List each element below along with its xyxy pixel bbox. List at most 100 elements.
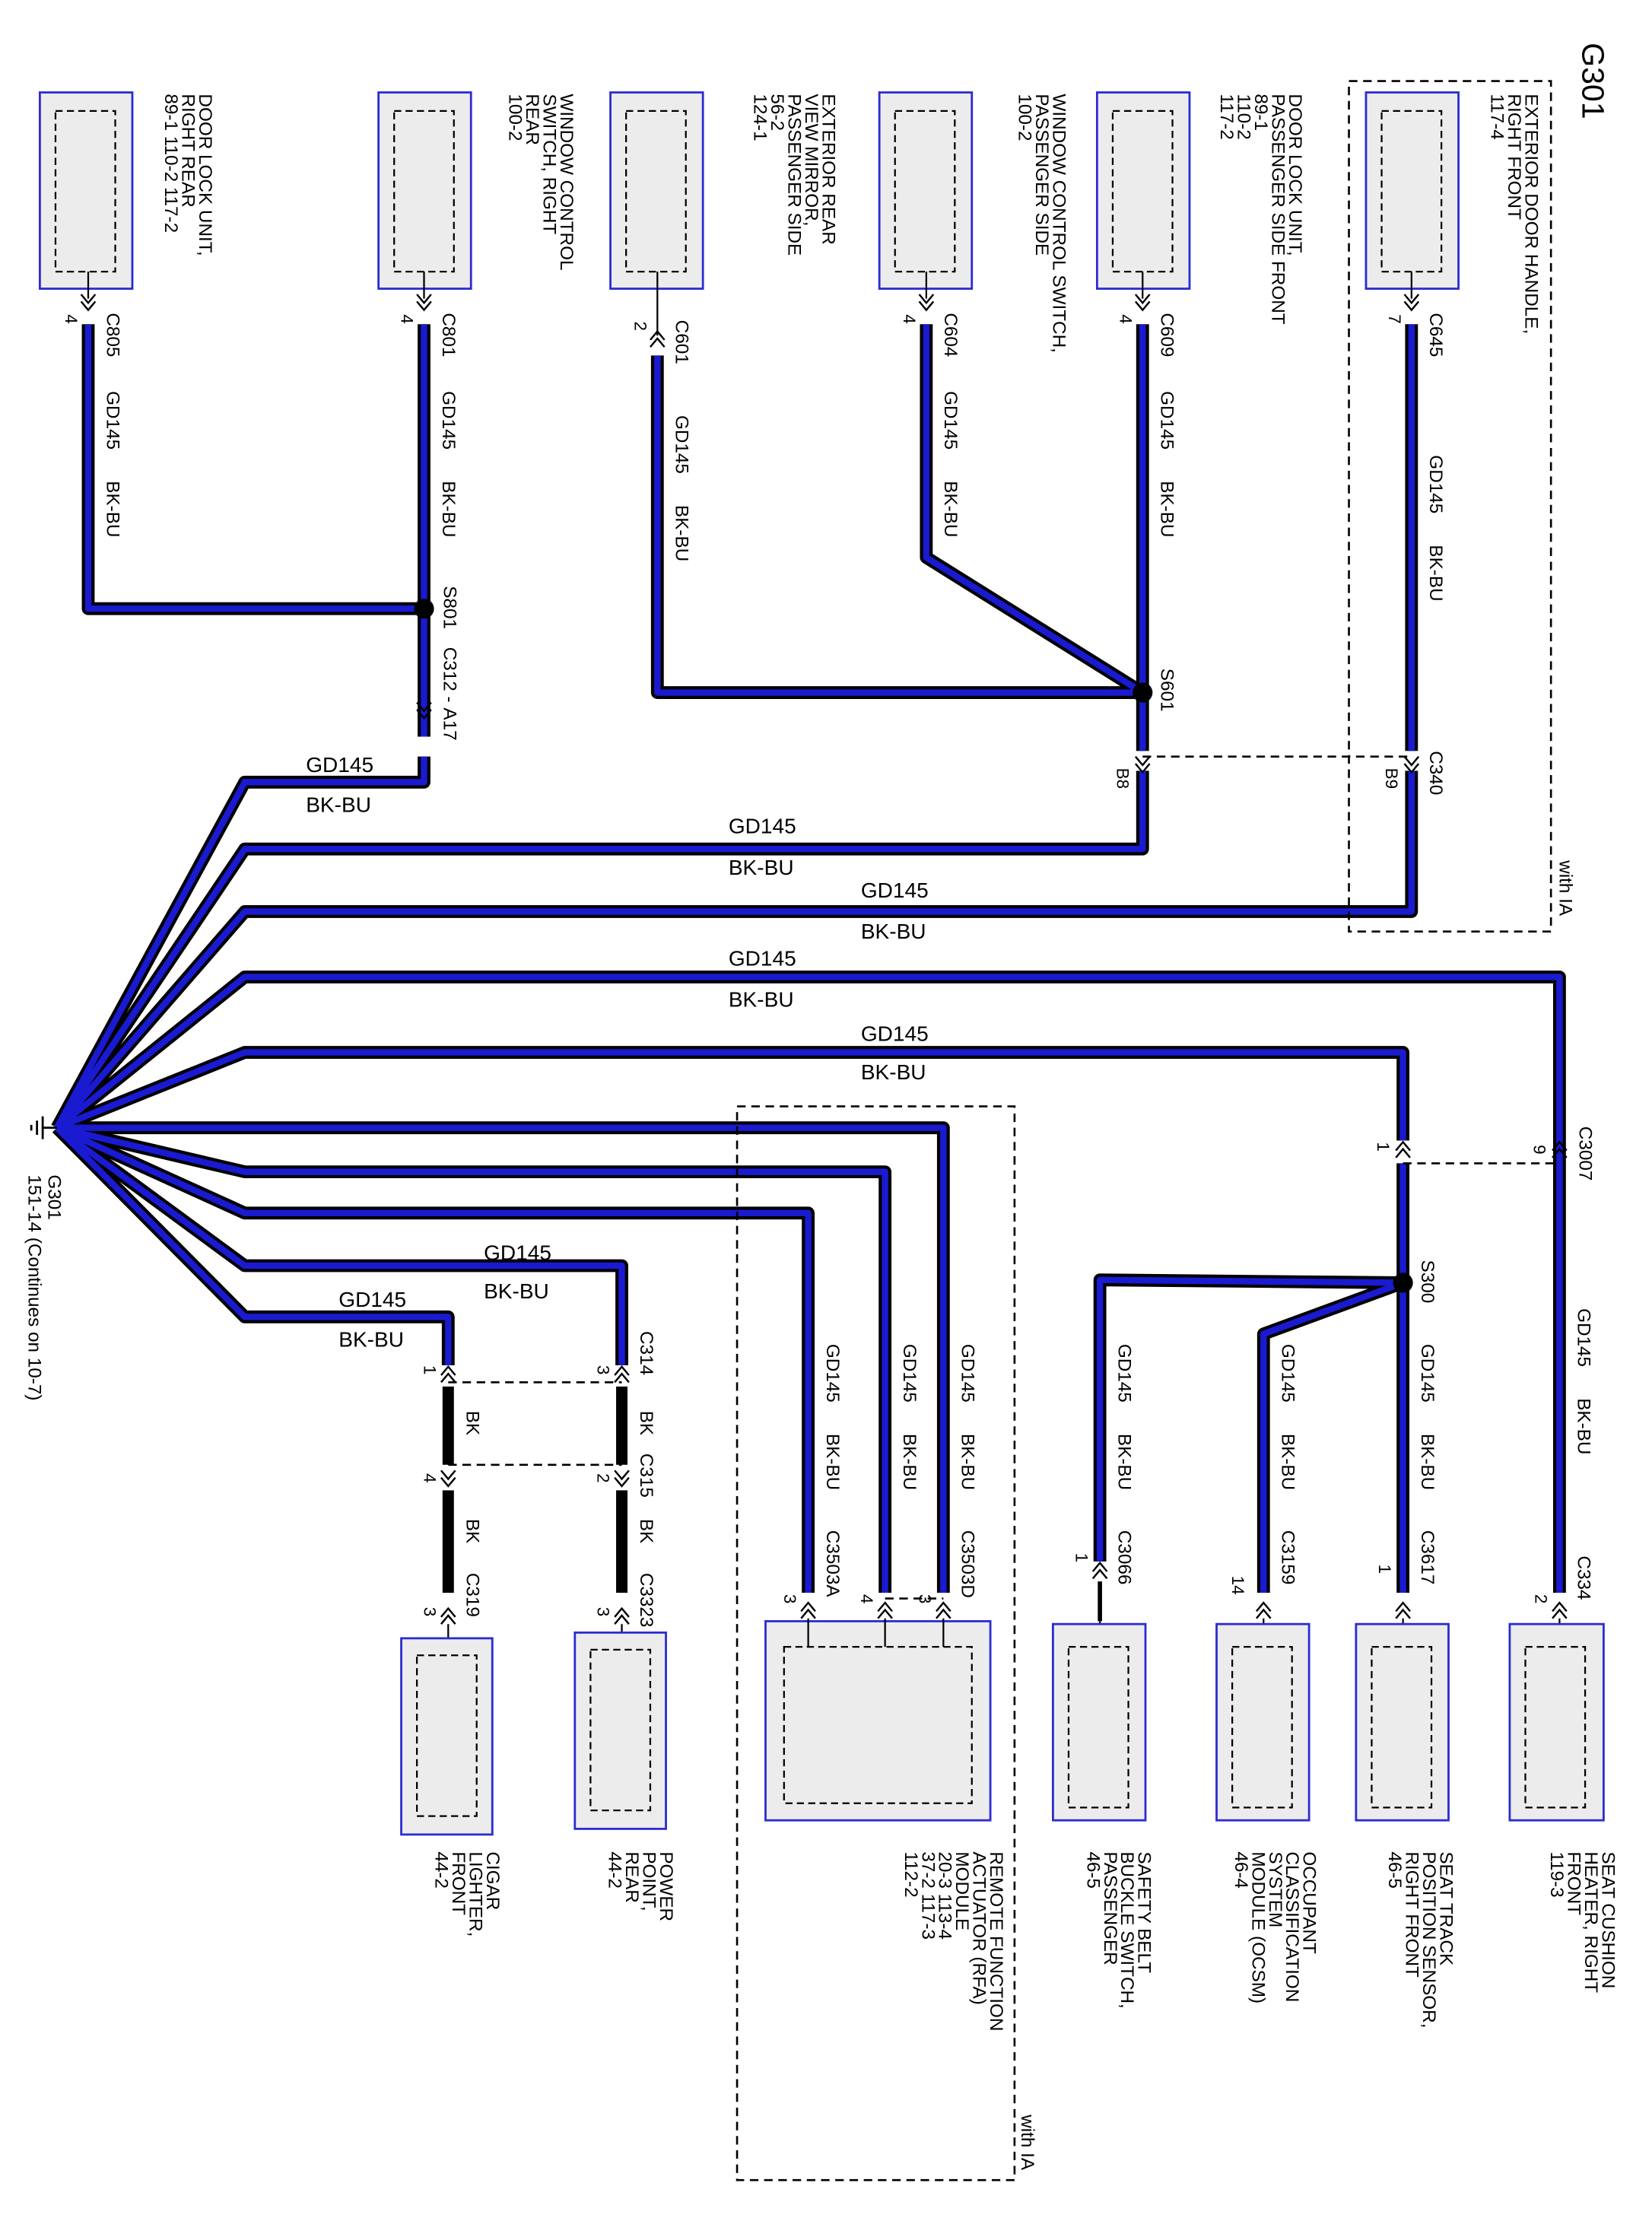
wire-label: GD145BK-BU	[940, 391, 961, 537]
wire-label: GD145BK-BU	[1425, 455, 1446, 601]
pin-c601: 2	[631, 322, 650, 331]
component-label: WINDOW CONTROL SWITCH, PASSENGER SIDE 10…	[1014, 94, 1069, 357]
wire-label: BK-BU	[861, 920, 926, 943]
component-seat-cushion-heater-right-front: SEAT CUSHION HEATER, RIGHT FRONT 119-3	[1508, 1601, 1619, 1998]
connector-c645: C645	[1425, 313, 1446, 357]
component-label: EXTERIOR REAR VIEW MIRROR, PASSENGER SID…	[750, 94, 839, 261]
connector-c312: C312 - A17	[440, 647, 460, 741]
component-window-control-switch-passenger: WINDOW CONTROL SWITCH, PASSENGER SIDE 10…	[878, 91, 1069, 357]
wire-label: GD145BK-BU	[1157, 391, 1177, 537]
ground-symbol-icon	[30, 1116, 57, 1139]
wire-label: GD145BK-BU	[822, 1344, 843, 1490]
pin-c3007-1: 1	[1374, 1142, 1393, 1151]
pin-b8: B8	[1114, 768, 1133, 789]
ground-name: G301	[44, 1174, 65, 1219]
wire-label: BK-BU	[729, 988, 794, 1012]
pin-c3503d-3: 3	[916, 1594, 935, 1603]
connector-c3617: C3617	[1417, 1530, 1438, 1585]
diagram-title: G301	[1575, 43, 1610, 119]
component-label: SAFETY BELT BUCKLE SWITCH, PASSENGER 46-…	[1082, 1851, 1154, 2013]
pin-c3617: 1	[1375, 1565, 1394, 1574]
pin-c315-4: 4	[420, 1473, 439, 1482]
component-occupant-classification-system-module: OCCUPANT CLASSIFICATION SYSTEM MODULE (O…	[1215, 1601, 1320, 2008]
pin-c314-3: 3	[594, 1365, 613, 1374]
wire-label: GD145	[861, 879, 929, 902]
component-label: SEAT CUSHION HEATER, RIGHT FRONT 119-3	[1546, 1851, 1618, 1998]
pin-c604: 4	[900, 314, 919, 323]
pin-c3066: 1	[1072, 1553, 1091, 1562]
component-label: WINDOW CONTROL SWITCH, RIGHT REAR 100-2	[505, 94, 577, 275]
wire-label: GD145BK-BU	[1574, 1308, 1594, 1454]
pin-c609: 4	[1116, 314, 1135, 323]
connector-c3503a: C3503A	[822, 1530, 843, 1598]
connector-c319: C319	[462, 1573, 483, 1617]
splice-points	[414, 599, 1413, 1293]
component-seat-track-position-sensor-right-front: SEAT TRACK POSITION SENSOR, RIGHT FRONT …	[1355, 1601, 1456, 2033]
wire-label: GD145BK-BU	[958, 1344, 978, 1490]
component-door-lock-unit-right-rear: DOOR LOCK UNIT, RIGHT REAR 89-1 110-2 11…	[38, 91, 215, 311]
wire-label: GD145BK-BU	[438, 391, 459, 537]
wires	[51, 324, 1566, 1622]
connector-c3159: C3159	[1278, 1530, 1298, 1585]
wire-label: GD145BK-BU	[672, 415, 692, 561]
wire-label-bk: BK	[636, 1411, 656, 1435]
ia-boundary-door-handle	[1348, 80, 1552, 933]
connector-c801: C801	[438, 313, 459, 357]
splice-s801-label: S801	[440, 586, 460, 629]
pin-c3323: 3	[594, 1607, 613, 1616]
wire-label: BK-BU	[729, 856, 794, 879]
component-label: OCCUPANT CLASSIFICATION SYSTEM MODULE (O…	[1231, 1851, 1320, 2008]
option-label-door-handle: with IA	[1555, 860, 1575, 917]
splice-s801	[414, 599, 434, 619]
component-label: SEAT TRACK POSITION SENSOR, RIGHT FRONT …	[1384, 1851, 1456, 2033]
pin-c315-2: 2	[594, 1473, 613, 1482]
component-remote-function-actuator-module: REMOTE FUNCTION ACTUATOR (RFA) MODULE 20…	[764, 1601, 1006, 2036]
connector-c805: C805	[102, 313, 122, 357]
pin-c3503a-4: 4	[857, 1594, 876, 1603]
connector-c601: C601	[672, 320, 692, 364]
wire-label: GD145	[729, 815, 796, 838]
component-safety-belt-buckle-switch-passenger: SAFETY BELT BUCKLE SWITCH, PASSENGER 46-…	[1051, 1562, 1155, 2013]
component-window-control-switch-right-rear: WINDOW CONTROL SWITCH, RIGHT REAR 100-2	[377, 91, 577, 311]
component-label: CIGAR LIGHTER, FRONT 44-2	[430, 1851, 502, 1942]
wire-label: BK-BU	[338, 1328, 404, 1352]
pin-c314-1: 1	[420, 1365, 439, 1374]
ia-boundary-rfa	[735, 1105, 1016, 2181]
component-label: REMOTE FUNCTION ACTUATOR (RFA) MODULE 20…	[901, 1851, 1006, 2036]
pin-b9: B9	[1382, 768, 1401, 789]
pin-c801: 4	[398, 314, 417, 323]
pin-c805: 4	[62, 314, 81, 323]
wire-label: GD145	[729, 947, 796, 971]
connector-c604: C604	[940, 313, 961, 357]
ground-ref: 151-14 (Continues on 10-7)	[24, 1174, 44, 1400]
component-label: DOOR LOCK UNIT, RIGHT REAR 89-1 110-2 11…	[160, 94, 215, 261]
component-label: POWER POINT, REAR 44-2	[605, 1851, 676, 1927]
pin-c3159: 14	[1228, 1576, 1247, 1595]
wire-label: GD145	[338, 1288, 406, 1311]
option-label-rfa: with IA	[1017, 2114, 1037, 2171]
wire-label: GD145BK-BU	[899, 1344, 920, 1490]
splice-s601	[1133, 682, 1153, 703]
wire-label: GD145BK-BU	[1417, 1344, 1438, 1490]
wire-label: BK-BU	[484, 1279, 549, 1303]
wire-label: GD145BK-BU	[1114, 1344, 1134, 1490]
connector-c3323: C3323	[636, 1573, 656, 1628]
component-exterior-door-handle-right-front: EXTERIOR DOOR HANDLE, RIGHT FRONT 117-4	[1364, 91, 1542, 339]
pin-c334: 2	[1532, 1594, 1551, 1603]
connector-c334: C334	[1574, 1555, 1594, 1600]
connector-c315: C315	[636, 1454, 656, 1498]
wire-label-bk: BK	[636, 1519, 656, 1543]
component-power-point-rear: POWER POINT, REAR 44-2	[573, 1607, 676, 1927]
wire-label: GD145BK-BU	[102, 391, 122, 537]
wire-label: GD145	[306, 753, 373, 777]
component-label: EXTERIOR DOOR HANDLE, RIGHT FRONT 117-4	[1487, 94, 1542, 339]
connector-c3066: C3066	[1114, 1530, 1134, 1585]
pin-c3007-9: 9	[1530, 1145, 1549, 1154]
wire-label: GD145	[484, 1241, 551, 1265]
wire-label: BK-BU	[306, 793, 371, 817]
pin-c3503a-3: 3	[780, 1594, 799, 1603]
wire-label: GD145	[861, 1022, 929, 1046]
component-label: DOOR LOCK UNIT, PASSENGER SIDE FRONT 89-…	[1216, 94, 1305, 329]
connector-c314: C314	[636, 1331, 656, 1375]
